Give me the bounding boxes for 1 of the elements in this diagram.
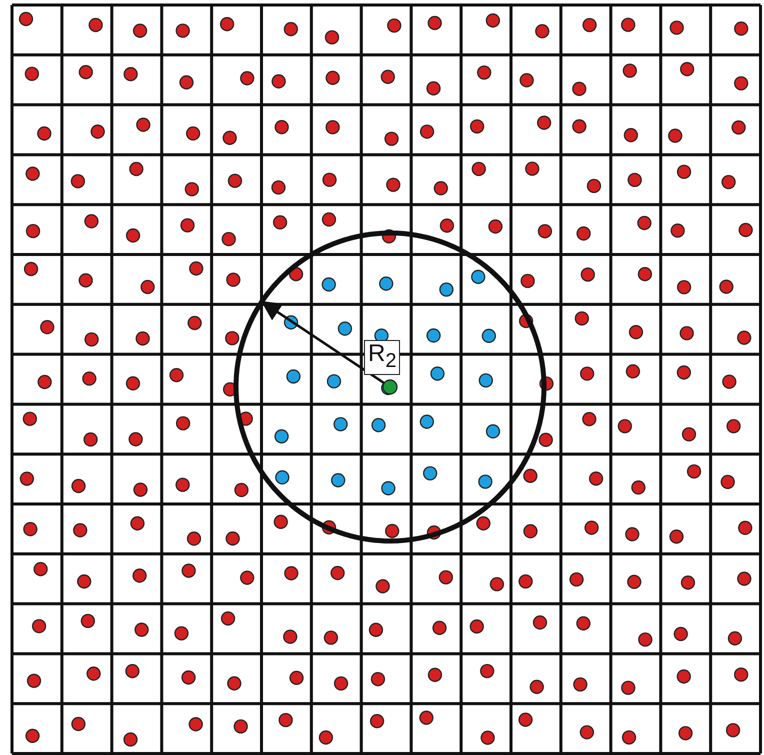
radius-label: R$_{2}$ — [364, 340, 400, 375]
